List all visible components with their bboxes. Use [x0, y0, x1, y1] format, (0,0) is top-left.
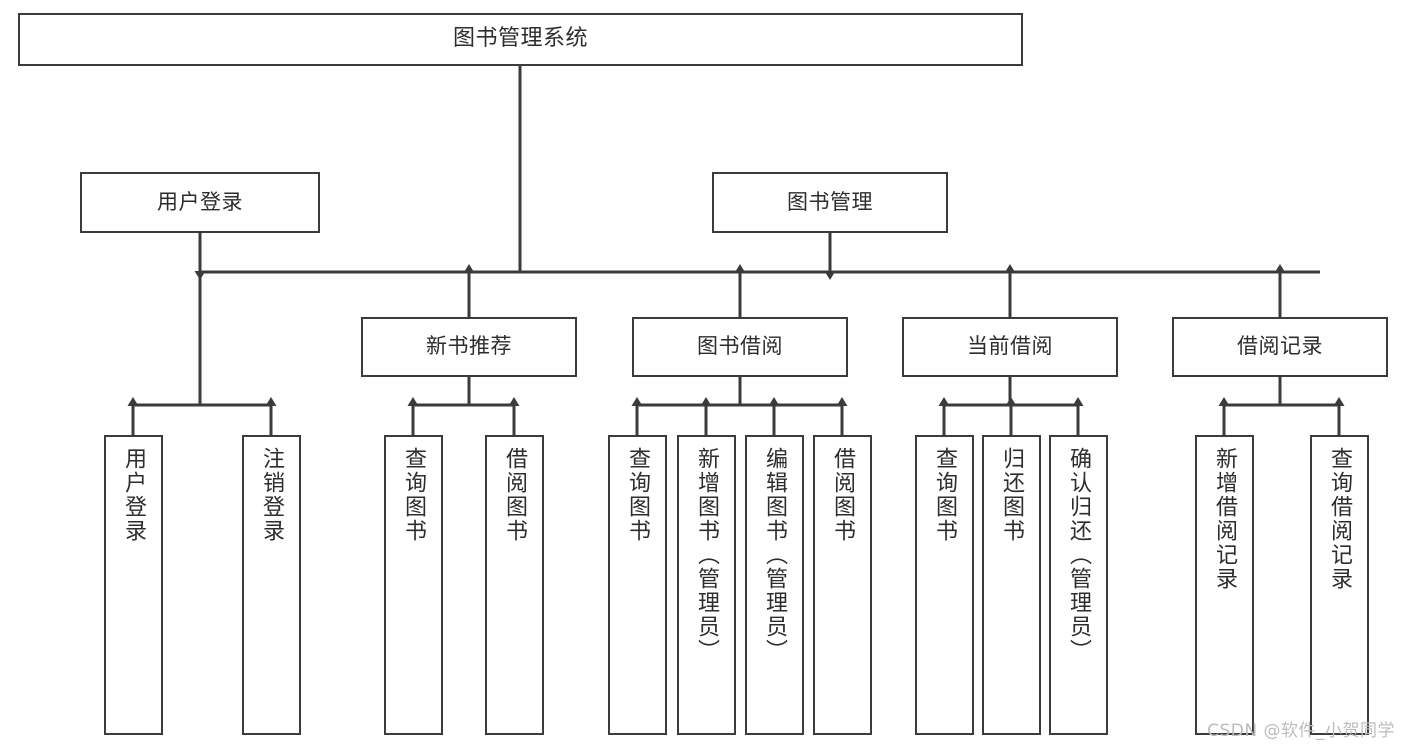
- node-leaf-query-book-3[interactable]: 查询图书: [915, 435, 974, 735]
- node-book-borrow[interactable]: 图书借阅: [632, 317, 848, 377]
- node-label: 查询图书: [932, 447, 958, 543]
- node-label: 图书管理系统: [452, 26, 588, 52]
- node-label: 借阅图书: [502, 447, 528, 543]
- node-leaf-borrow-book-1[interactable]: 借阅图书: [485, 435, 544, 735]
- node-leaf-logout-login[interactable]: 注销登录: [242, 435, 301, 735]
- node-leaf-user-login[interactable]: 用户登录: [104, 435, 163, 735]
- node-root-book-management-system[interactable]: 图书管理系统: [18, 13, 1023, 66]
- node-label: 编辑图书（管理员）: [762, 447, 788, 663]
- node-label: 图书借阅: [697, 334, 783, 359]
- node-borrow-record[interactable]: 借阅记录: [1172, 317, 1388, 377]
- node-label: 当前借阅: [967, 334, 1053, 359]
- node-leaf-add-borrow-record[interactable]: 新增借阅记录: [1195, 435, 1254, 735]
- node-label: 新增图书（管理员）: [694, 447, 720, 663]
- node-label: 查询图书: [401, 447, 427, 543]
- node-new-book-recommend[interactable]: 新书推荐: [361, 317, 577, 377]
- node-leaf-add-book-admin[interactable]: 新增图书（管理员）: [677, 435, 736, 735]
- node-user-login[interactable]: 用户登录: [80, 172, 320, 233]
- node-label: 用户登录: [157, 189, 243, 214]
- node-leaf-confirm-return-admin[interactable]: 确认归还（管理员）: [1049, 435, 1108, 735]
- node-leaf-query-book-2[interactable]: 查询图书: [608, 435, 667, 735]
- node-leaf-query-borrow-record[interactable]: 查询借阅记录: [1310, 435, 1369, 735]
- node-label: 新书推荐: [426, 334, 512, 359]
- watermark-text: CSDN @软件_小贺同学: [1207, 721, 1395, 741]
- node-label: 查询图书: [625, 447, 651, 543]
- node-label: 图书管理: [787, 189, 873, 214]
- node-label: 借阅图书: [830, 447, 856, 543]
- node-leaf-borrow-book-2[interactable]: 借阅图书: [813, 435, 872, 735]
- node-book-manage[interactable]: 图书管理: [712, 172, 948, 233]
- node-label: 借阅记录: [1237, 334, 1323, 359]
- node-leaf-query-book-1[interactable]: 查询图书: [384, 435, 443, 735]
- node-label: 注销登录: [259, 447, 285, 543]
- node-leaf-edit-book-admin[interactable]: 编辑图书（管理员）: [745, 435, 804, 735]
- node-label: 新增借阅记录: [1212, 447, 1238, 591]
- node-label: 确认归还（管理员）: [1066, 447, 1092, 663]
- node-label: 用户登录: [121, 447, 147, 543]
- node-current-borrow[interactable]: 当前借阅: [902, 317, 1118, 377]
- node-leaf-return-book[interactable]: 归还图书: [982, 435, 1041, 735]
- node-label: 归还图书: [999, 447, 1025, 543]
- node-label: 查询借阅记录: [1327, 447, 1353, 591]
